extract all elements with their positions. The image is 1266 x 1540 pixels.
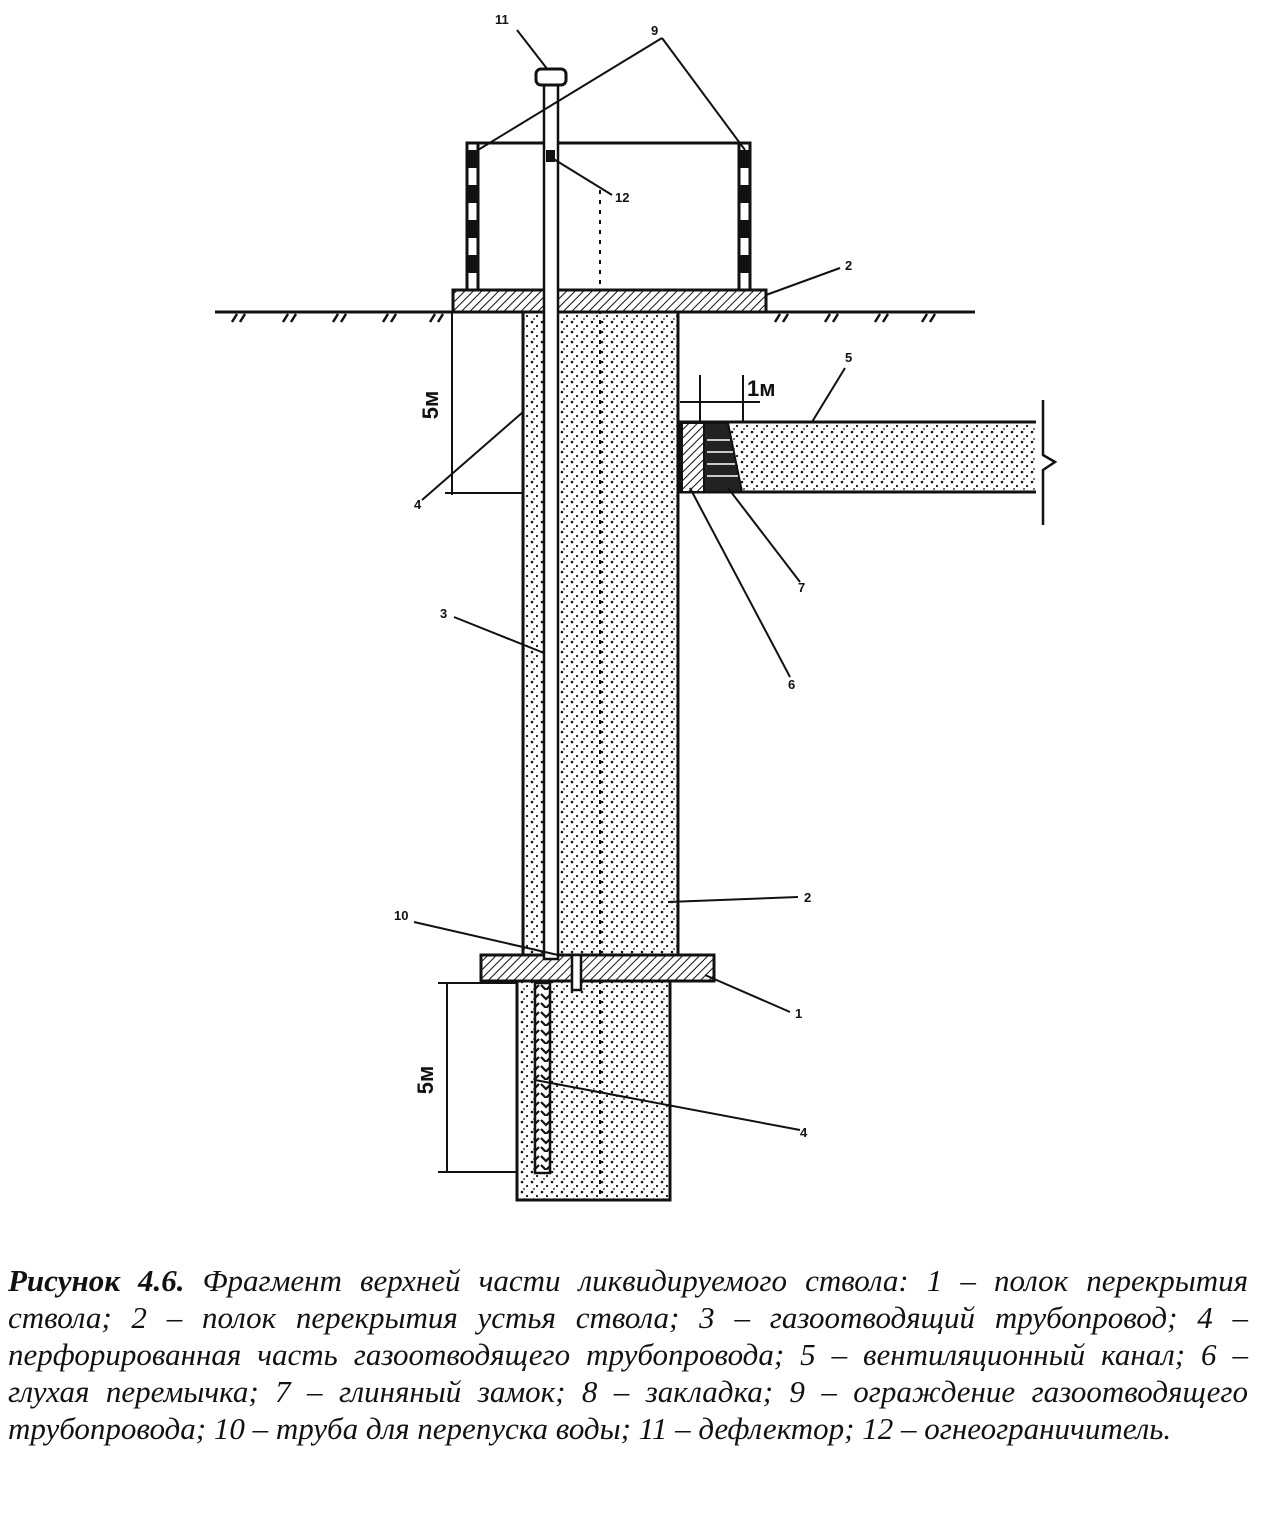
ground-hatch-marks — [230, 313, 937, 323]
flame-arrester — [546, 150, 555, 162]
label-1: 1 — [795, 1006, 802, 1021]
gas-drainage-pipe — [542, 82, 560, 961]
label-5: 5 — [845, 350, 852, 365]
blind-bulkhead — [681, 422, 706, 493]
pipeline-guard — [465, 141, 752, 292]
label-9: 9 — [651, 23, 658, 38]
label-4-top: 4 — [414, 497, 422, 512]
dim-gap-label: 1м — [747, 376, 776, 401]
label-10: 10 — [394, 908, 408, 923]
dim-top-label: 5м — [418, 391, 443, 420]
dim-gap — [680, 375, 760, 422]
label-3: 3 — [440, 606, 447, 621]
caption-title: Рисунок 4.6. — [8, 1263, 185, 1298]
surface-deck — [451, 288, 768, 314]
guard-stripes — [468, 150, 749, 273]
dim-bottom — [438, 982, 517, 1173]
caption-text: Фрагмент верхней части ликвидируемого ст… — [8, 1263, 1249, 1446]
channel-break-mask — [1036, 415, 1050, 499]
label-2-deck: 2 — [845, 258, 852, 273]
label-7: 7 — [798, 580, 805, 595]
label-12: 12 — [615, 190, 629, 205]
channel-break-line — [1041, 400, 1058, 525]
perforated-pipe-section — [533, 981, 552, 1175]
shaft-deck — [479, 953, 716, 983]
label-6: 6 — [788, 677, 795, 692]
leader-lines — [413, 29, 846, 1131]
label-4-bottom: 4 — [800, 1125, 808, 1140]
dim-bottom-label: 5м — [413, 1066, 438, 1095]
label-2-shaft: 2 — [804, 890, 811, 905]
clay-lock-stripes — [707, 439, 738, 477]
water-bypass-pipe — [570, 953, 583, 992]
figure-caption: Рисунок 4.6. Фрагмент верхней части ликв… — [8, 1262, 1248, 1447]
deflector — [534, 67, 568, 87]
label-11: 11 — [495, 12, 509, 27]
dim-top — [445, 312, 523, 495]
